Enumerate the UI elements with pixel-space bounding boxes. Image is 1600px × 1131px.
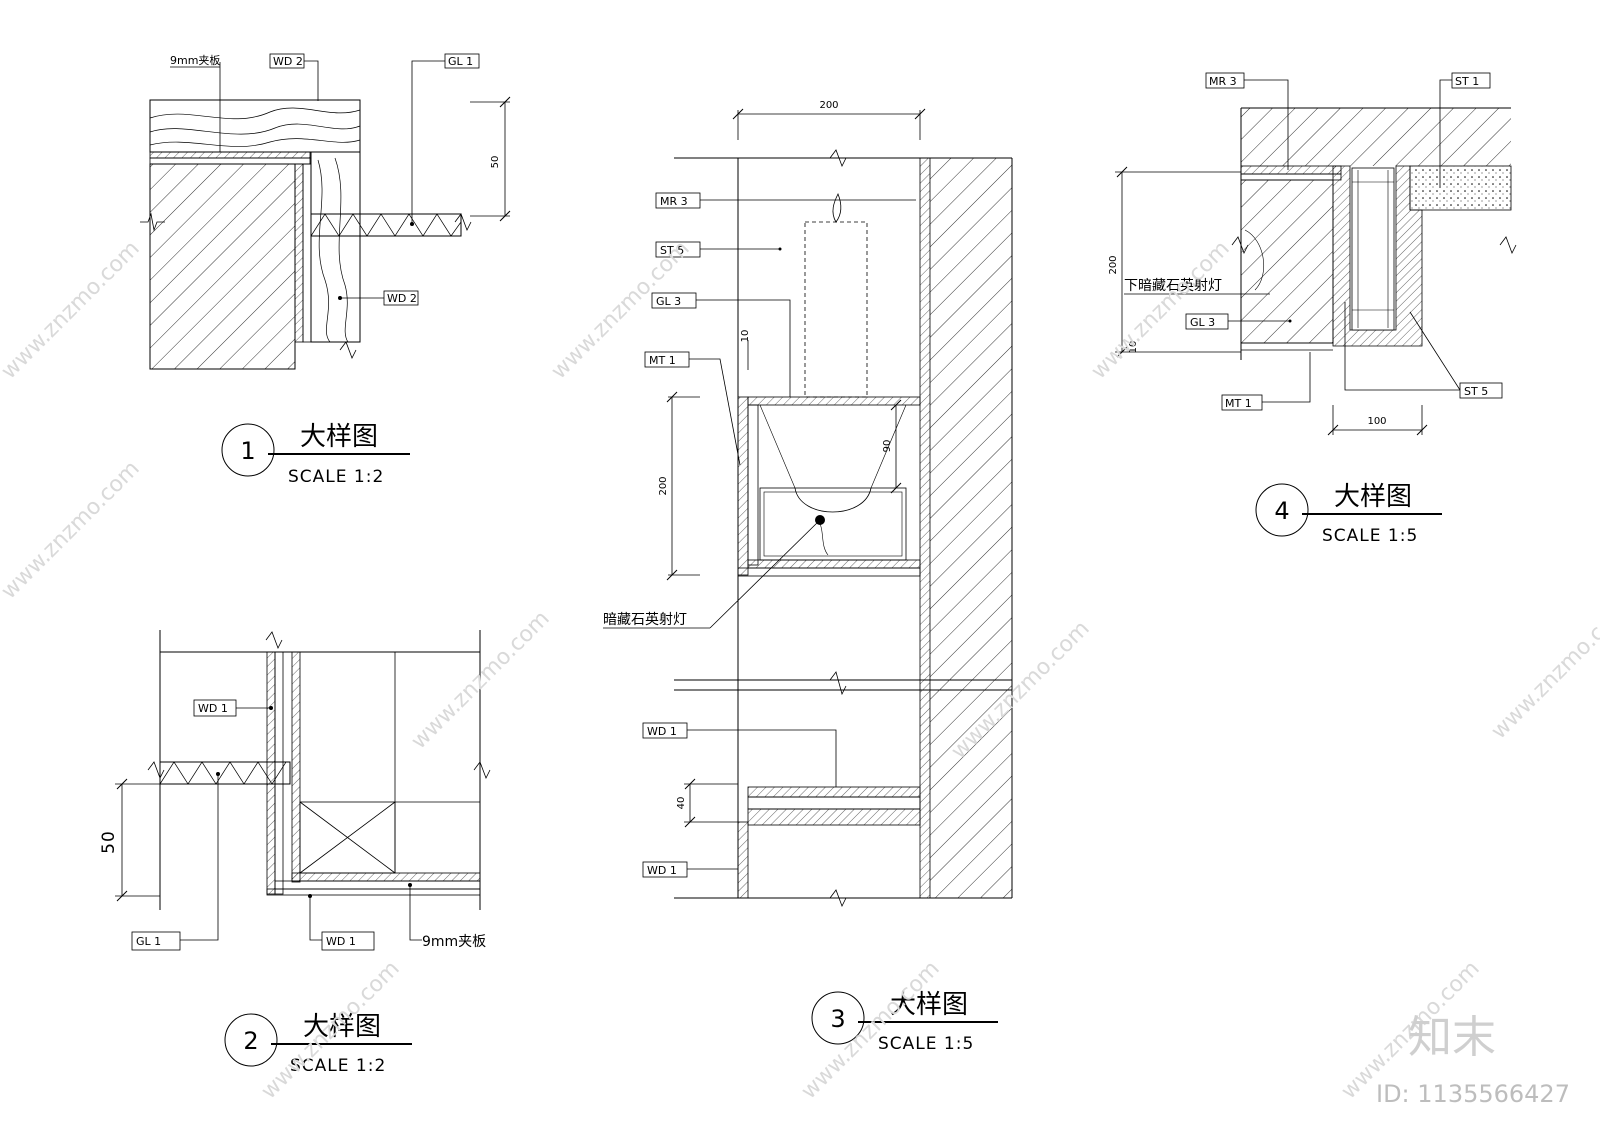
- detail-2-title: 大样图: [303, 1012, 381, 1042]
- detail-1-tag-wd2-top: WD 2: [273, 55, 303, 68]
- detail-3-scale: SCALE 1:5: [878, 1034, 974, 1054]
- detail-2-tag-gl1: GL 1: [136, 935, 161, 948]
- detail-4-title: 大样图: [1334, 482, 1412, 512]
- detail-1-dim-50: 50: [490, 156, 501, 169]
- detail-2: 50 WD 1 GL 1 WD 1 9mm夹板 2 大样图 SCALE 1:2: [99, 630, 491, 1076]
- watermark-id: ID: 1135566427: [1376, 1080, 1570, 1108]
- detail-4: 200 10 100 MR 3 ST 1 GL 3 MT 1 ST 5 下暗藏石…: [1108, 72, 1517, 546]
- detail-2-tag-wd1-top: WD 1: [198, 702, 228, 715]
- detail-4-scale: SCALE 1:5: [1322, 526, 1418, 546]
- detail-3: 200 10 200 90 40 MR 3 ST 5 GL 3: [603, 100, 1013, 1054]
- detail-1-tag-plywood: 9mm夹板: [170, 53, 220, 67]
- detail-1-title: 大样图: [300, 422, 378, 452]
- watermark-site-8: www.znzmo.com: [797, 956, 945, 1104]
- detail-1: 50 9mm夹板 WD 2 GL 1 WD 2 1 大样图 SCALE 1:2: [140, 53, 511, 487]
- detail-4-tag-st5: ST 5: [1464, 385, 1488, 398]
- detail-4-tag-mr3: MR 3: [1209, 75, 1237, 88]
- watermark-site-1: www.znzmo.com: [0, 236, 145, 384]
- detail-3-tag-wd1-bottom: WD 1: [647, 864, 677, 877]
- detail-3-tag-wd1-shelf: WD 1: [647, 725, 677, 738]
- detail-3-tag-gl3: GL 3: [656, 295, 681, 308]
- detail-4-tag-mt1: MT 1: [1225, 397, 1252, 410]
- detail-2-dim-50: 50: [99, 830, 119, 854]
- detail-2-number: 2: [243, 1027, 258, 1055]
- detail-3-tag-st5: ST 5: [660, 244, 684, 257]
- detail-4-dim-200: 200: [1108, 255, 1119, 274]
- watermark-brand: 知末: [1408, 1012, 1496, 1063]
- detail-4-note: 下暗藏石英射灯: [1124, 277, 1222, 294]
- watermark-site-4: www.znzmo.com: [407, 606, 555, 754]
- detail-4-tag-st1: ST 1: [1455, 75, 1479, 88]
- detail-4-dim-10: 10: [1128, 341, 1139, 354]
- detail-1-number: 1: [240, 437, 255, 465]
- watermark-site-7: www.znzmo.com: [257, 956, 405, 1104]
- detail-3-title: 大样图: [890, 990, 968, 1020]
- detail-3-dim-90: 90: [882, 440, 893, 453]
- detail-3-note: 暗藏石英射灯: [603, 611, 687, 628]
- watermark-site-10: www.znzmo.com: [0, 456, 145, 604]
- detail-3-dim-200-left: 200: [658, 476, 669, 495]
- detail-3-dim-40: 40: [676, 797, 687, 810]
- detail-2-tag-wd1-bottom: WD 1: [326, 935, 356, 948]
- detail-3-number: 3: [830, 1005, 845, 1033]
- detail-1-scale: SCALE 1:2: [288, 467, 384, 487]
- detail-2-scale: SCALE 1:2: [290, 1056, 386, 1076]
- detail-4-number: 4: [1274, 497, 1289, 525]
- detail-3-tag-mt1: MT 1: [649, 354, 676, 367]
- detail-1-tag-wd2-side: WD 2: [387, 292, 417, 305]
- detail-4-tag-gl3: GL 3: [1190, 316, 1215, 329]
- detail-3-dim-200-top: 200: [819, 100, 838, 111]
- detail-2-tag-plywood: 9mm夹板: [422, 934, 486, 950]
- watermark-site-6: www.znzmo.com: [1487, 596, 1600, 744]
- detail-3-tag-mr3: MR 3: [660, 195, 688, 208]
- detail-3-dim-10: 10: [740, 330, 751, 343]
- detail-1-tag-gl1: GL 1: [448, 55, 473, 68]
- detail-4-dim-100: 100: [1367, 416, 1386, 427]
